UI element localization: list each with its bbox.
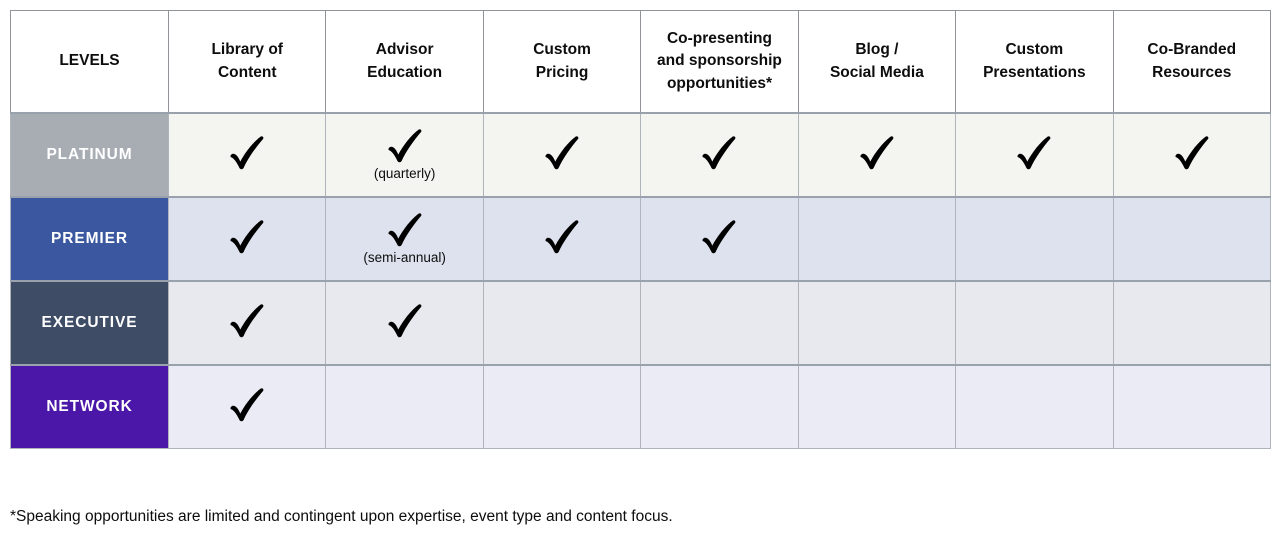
row-label-platinum: PLATINUM [10,112,169,198]
column-header-levels: LEVELS [10,10,169,114]
feature-cell [640,112,799,198]
checkmark-icon [228,304,266,339]
feature-cell [325,280,484,366]
feature-cell [482,364,642,449]
table-row-executive: EXECUTIVE [10,280,1272,366]
feature-cell: (quarterly) [325,112,484,198]
feature-cell [1112,196,1272,282]
checkmark-icon [1015,136,1053,171]
checkmark-icon [386,304,424,339]
checkmark-icon [700,136,738,171]
membership-levels-table: LEVELS Library of Content Advisor Educat… [10,10,1272,449]
feature-cell [167,112,327,198]
row-label-premier: PREMIER [10,196,169,282]
checkmark-icon [543,220,581,255]
feature-cell [167,364,327,449]
feature-cell [1112,280,1272,366]
feature-cell [325,364,484,449]
checkmark-icon [858,136,896,171]
feature-cell [167,280,327,366]
header-row: LEVELS Library of Content Advisor Educat… [10,10,1272,114]
feature-cell [797,112,957,198]
feature-cell [1112,364,1272,449]
column-header-blog-social-media: Blog / Social Media [797,10,957,114]
checkmark-icon [700,220,738,255]
feature-cell [640,280,799,366]
column-header-custom-pricing: Custom Pricing [482,10,642,114]
feature-cell [955,280,1114,366]
checkmark-icon [386,213,424,248]
feature-cell [797,364,957,449]
column-header-library-of-content: Library of Content [167,10,327,114]
column-header-advisor-education: Advisor Education [325,10,484,114]
feature-cell [482,196,642,282]
column-header-custom-presentations: Custom Presentations [955,10,1114,114]
checkmark-icon [228,388,266,423]
table-row-network: NETWORK [10,364,1272,449]
feature-cell [955,364,1114,449]
feature-cell [640,196,799,282]
row-label-executive: EXECUTIVE [10,280,169,366]
feature-cell [482,112,642,198]
feature-cell [797,196,957,282]
checkmark-icon [386,129,424,164]
feature-cell [1112,112,1272,198]
checkmark-icon [228,220,266,255]
cell-note: (semi-annual) [363,250,446,266]
feature-cell [955,112,1114,198]
feature-cell [482,280,642,366]
footnote: *Speaking opportunities are limited and … [10,508,673,525]
column-header-co-branded-resources: Co-Branded Resources [1112,10,1272,114]
feature-cell: (semi-annual) [325,196,484,282]
feature-cell [955,196,1114,282]
feature-cell [640,364,799,449]
checkmark-icon [228,136,266,171]
column-header-co-presenting: Co-presenting and sponsorship opportunit… [640,10,799,114]
checkmark-icon [1173,136,1211,171]
table-row-platinum: PLATINUM (quarterly) [10,112,1272,198]
row-label-network: NETWORK [10,364,169,449]
feature-cell [797,280,957,366]
table-row-premier: PREMIER (semi-annual) [10,196,1272,282]
feature-cell [167,196,327,282]
membership-levels-table-wrap: LEVELS Library of Content Advisor Educat… [10,10,1272,449]
cell-note: (quarterly) [373,166,436,182]
checkmark-icon [543,136,581,171]
